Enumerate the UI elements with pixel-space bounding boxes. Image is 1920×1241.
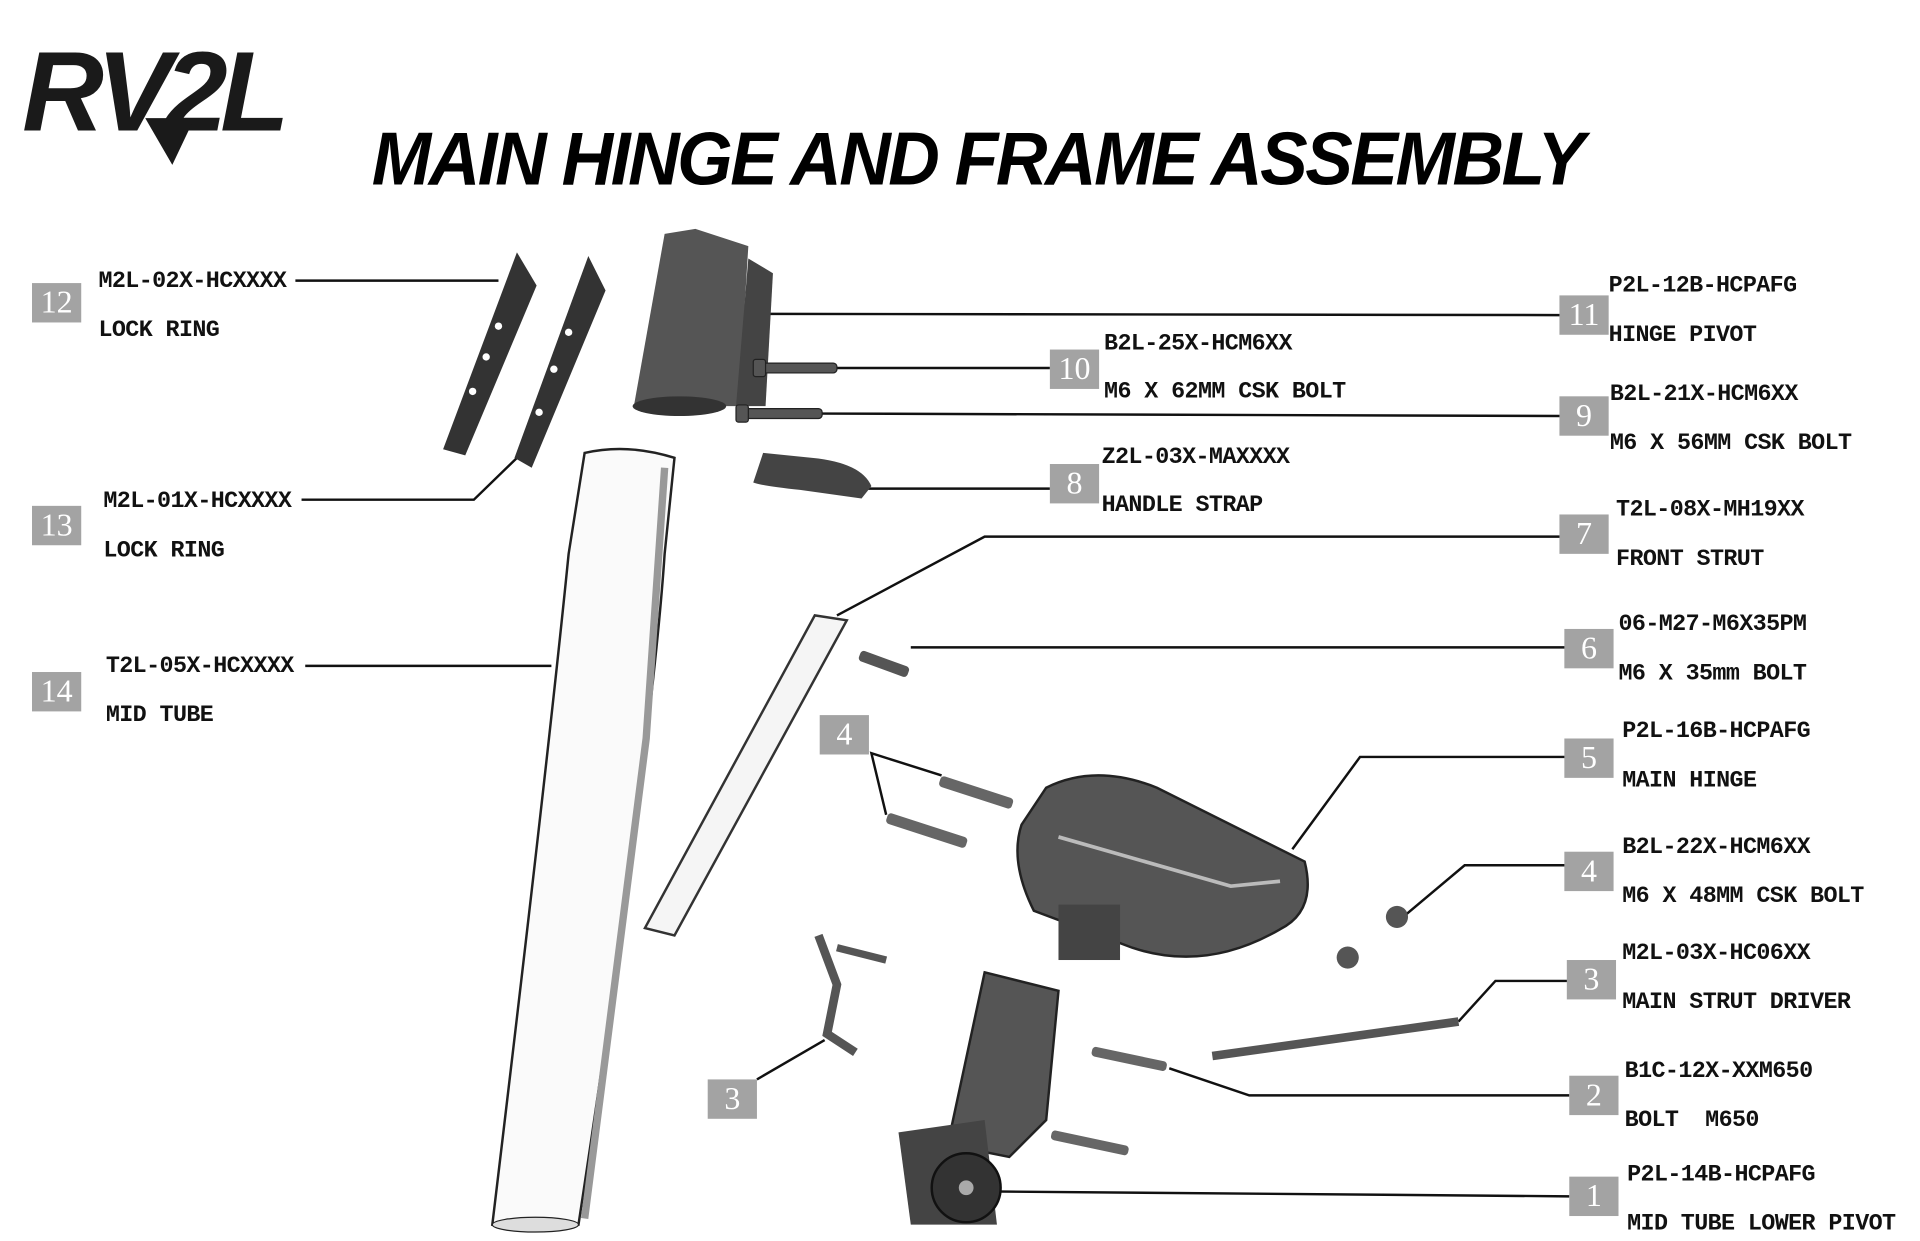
part-name-14: MID TUBE (105, 701, 214, 729)
leader-line-9 (818, 412, 1561, 418)
hinge-pivot-part (632, 228, 773, 417)
part-code-1: P2L-14B-HCPAFG (1627, 1160, 1815, 1188)
part-code-12: M2L-02X-HCXXXX (98, 267, 287, 295)
part-name-4: M6 X 48MM CSK BOLT (1622, 882, 1864, 910)
mid-tube-lower-pivot-part (898, 970, 1060, 1225)
part-name-1: MID TUBE LOWER PIVOT (1627, 1209, 1896, 1237)
csk-bolts-10-9 (735, 358, 838, 423)
callout-badge-3: 3 (1566, 960, 1617, 1000)
callout-badge-12: 12 (32, 283, 82, 323)
part-code-8: Z2L-03X-MAXXXX (1101, 443, 1290, 471)
leader-line-1 (984, 1190, 1570, 1198)
svg-text:RV2L: RV2L (22, 32, 283, 154)
part-code-14: T2L-05X-HCXXXX (105, 652, 294, 680)
leader-line-3-right (1457, 979, 1571, 1023)
leader-line-3-left (756, 1038, 826, 1081)
part-name-2: BOLT M650 (1624, 1106, 1760, 1134)
callout-badge-1: 1 (1569, 1176, 1619, 1217)
leader-line-5 (1291, 755, 1566, 850)
part-code-13: M2L-01X-HCXXXX (103, 487, 292, 515)
callout-badge-14: 14 (32, 672, 82, 712)
part-name-12: LOCK RING (98, 316, 220, 344)
leader-line-4-left (869, 751, 942, 816)
part-name-3: MAIN STRUT DRIVER (1622, 988, 1851, 1016)
part-name-7: FRONT STRUT (1616, 545, 1764, 573)
part-name-8: HANDLE STRAP (1101, 491, 1264, 519)
callout-badge-13: 13 (32, 505, 82, 546)
bolt-6 (858, 650, 910, 677)
callout-badge-7: 7 (1559, 514, 1609, 554)
part-code-7: T2L-08X-MH19XX (1616, 496, 1804, 524)
part-code-6: 06-M27-M6X35PM (1618, 610, 1807, 638)
main-hinge-part (1016, 774, 1309, 961)
front-strut-part (643, 614, 849, 937)
leader-lines (295, 279, 1571, 1198)
part-code-9: B2L-21X-HCM6XX (1609, 380, 1798, 408)
main-strut-driver-parts (814, 933, 1460, 1061)
part-name-9: M6 X 56MM CSK BOLT (1609, 429, 1852, 457)
mid-tube-part (490, 447, 676, 1233)
part-code-5: P2L-16B-HCPAFG (1622, 717, 1811, 745)
part-name-13: LOCK RING (103, 536, 225, 564)
part-code-11: P2L-12B-HCPAFG (1608, 272, 1797, 300)
callout-badge-9: 9 (1559, 396, 1609, 436)
part-code-4: B2L-22X-HCM6XX (1622, 833, 1811, 861)
callout-badge-2: 2 (1569, 1075, 1619, 1116)
leader-line-11 (744, 312, 1561, 317)
callout-badge-11: 11 (1559, 295, 1609, 335)
leader-line-13 (301, 456, 518, 501)
callout-badge-8: 8 (1049, 464, 1100, 504)
callout-badge-4-left: 4 (819, 715, 869, 755)
leader-line-7 (836, 535, 1561, 617)
callout-badge-3-left: 3 (707, 1079, 757, 1119)
part-name-10: M6 X 62MM CSK BOLT (1104, 377, 1346, 405)
part-code-3: M2L-03X-HC06XX (1622, 939, 1811, 967)
bolts-4-left (886, 776, 1014, 848)
callout-badge-6: 6 (1564, 628, 1614, 669)
part-code-2: B1C-12X-XXM650 (1624, 1057, 1813, 1085)
leader-line-4-right (1402, 864, 1566, 918)
part-name-11: HINGE PIVOT (1608, 321, 1757, 349)
part-name-5: MAIN HINGE (1622, 766, 1757, 794)
handle-strap-part (753, 452, 872, 499)
rv2l-logo: RV2L (22, 32, 291, 165)
part-name-6: M6 X 35mm BOLT (1618, 659, 1807, 687)
page-title: MAIN HINGE AND FRAME ASSEMBLY (371, 117, 1585, 202)
leader-line-2 (1168, 1067, 1570, 1097)
nuts-4-right (1336, 905, 1409, 969)
lock-ring-parts (443, 252, 606, 468)
bolts-2 (1050, 1046, 1167, 1156)
part-code-10: B2L-25X-HCM6XX (1104, 329, 1292, 357)
callout-badge-5: 5 (1564, 738, 1614, 778)
callout-badge-10: 10 (1049, 349, 1100, 389)
callout-badge-4: 4 (1564, 851, 1614, 892)
